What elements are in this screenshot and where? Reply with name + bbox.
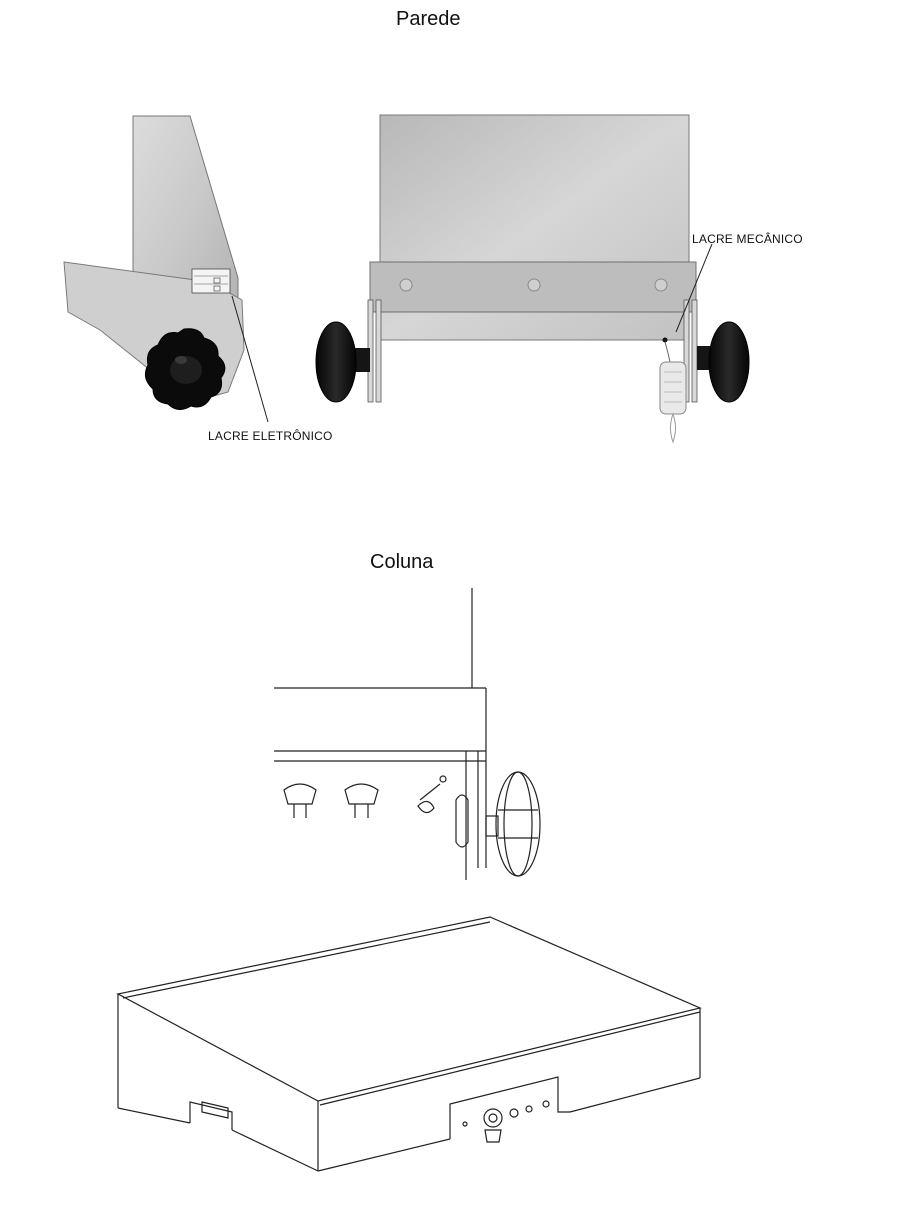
section-title-column: Coluna xyxy=(370,551,434,573)
mechanical-seal xyxy=(659,337,687,444)
weighing-platform xyxy=(116,916,702,1172)
callout-mechanical-seal: LACRE MECÂNICO xyxy=(692,232,803,246)
callout-electronic-seal: LACRE ELETRÔNICO xyxy=(208,429,333,443)
electronic-seal-leader-line xyxy=(231,295,269,423)
star-knob-left xyxy=(144,328,226,410)
section-title-wall: Parede xyxy=(396,8,461,30)
mechanical-seal-leader-line xyxy=(675,243,713,333)
knob-left xyxy=(315,321,370,403)
column-mount-detail xyxy=(274,588,541,880)
wall-bracket-side-view xyxy=(63,115,245,410)
wall-bracket-front-view xyxy=(315,114,750,444)
knob-right xyxy=(697,321,750,403)
electronic-seal-plate xyxy=(191,268,231,294)
